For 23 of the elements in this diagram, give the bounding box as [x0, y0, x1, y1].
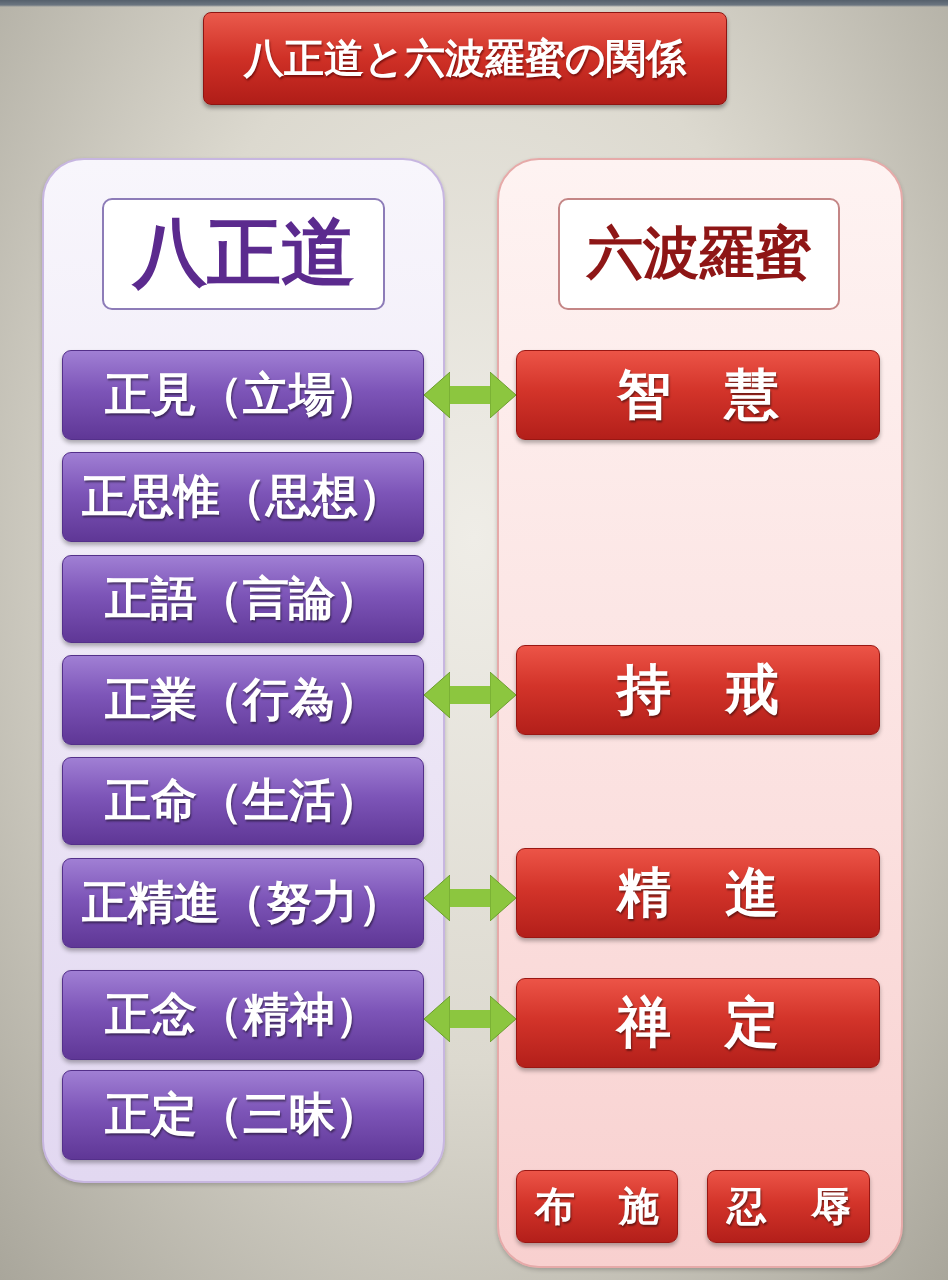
panel: [42, 158, 445, 1183]
double-arrow: [423, 671, 517, 719]
panel: [497, 158, 903, 1268]
perfection-box: 智慧: [516, 350, 880, 440]
path-item-box: 正思惟（思想）: [62, 452, 424, 542]
double-arrow: [423, 371, 517, 419]
path-item-box: 正精進（努力）: [62, 858, 424, 948]
path-item-box: 正語（言論）: [62, 555, 424, 643]
double-arrow: [423, 874, 517, 922]
heading-box: 六波羅蜜: [558, 198, 840, 310]
path-item-box: 正定（三昧）: [62, 1070, 424, 1160]
path-item-box: 正命（生活）: [62, 757, 424, 845]
heading-box: 八正道: [102, 198, 385, 310]
perfection-box: 布施: [516, 1170, 678, 1243]
double-arrow: [423, 995, 517, 1043]
perfection-box: 持戒: [516, 645, 880, 735]
path-item-box: 正念（精神）: [62, 970, 424, 1060]
path-item-box: 正業（行為）: [62, 655, 424, 745]
title-banner: 八正道と六波羅蜜の関係: [203, 12, 727, 105]
perfection-box: 忍辱: [707, 1170, 870, 1243]
perfection-box: 禅定: [516, 978, 880, 1068]
perfection-box: 精進: [516, 848, 880, 938]
path-item-box: 正見（立場）: [62, 350, 424, 440]
